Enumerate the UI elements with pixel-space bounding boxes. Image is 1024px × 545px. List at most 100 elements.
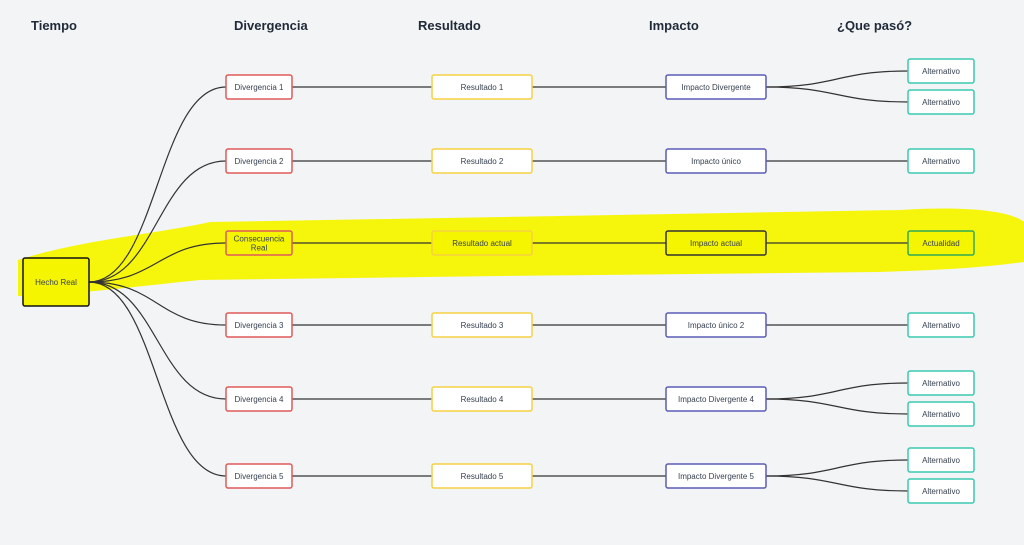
outcome-node-1-1-label: Alternativo xyxy=(922,67,960,76)
connector-root-to-divergence-2 xyxy=(88,160,227,283)
impact-node-6[interactable]: Impacto Divergente 5 xyxy=(665,463,767,489)
result-node-2-label: Resultado 2 xyxy=(461,157,504,166)
outcome-node-2-1-label: Alternativo xyxy=(922,157,960,166)
result-node-2[interactable]: Resultado 2 xyxy=(431,148,533,174)
header-divergencia: Divergencia xyxy=(234,18,308,33)
root-node-hecho-real-box xyxy=(22,257,90,307)
impact-node-4-box xyxy=(665,312,767,338)
impact-node-1-box xyxy=(665,74,767,100)
divergence-node-3-box xyxy=(225,230,293,256)
impact-node-1[interactable]: Impacto Divergente xyxy=(665,74,767,100)
impact-node-2[interactable]: Impacto único xyxy=(665,148,767,174)
divergence-node-2-box xyxy=(225,148,293,174)
impact-node-2-label: Impacto único xyxy=(691,157,741,166)
result-node-2-box xyxy=(431,148,533,174)
impact-node-3[interactable]: Impacto actual xyxy=(665,230,767,256)
node-layer: Hecho Real Divergencia 1 Resultado 1 Impact… xyxy=(22,58,975,504)
impact-node-5-box xyxy=(665,386,767,412)
root-node-hecho-real[interactable]: Hecho Real xyxy=(22,257,90,307)
result-node-5-label: Resultado 4 xyxy=(461,395,504,404)
connector-impact-to-outcome-5-1 xyxy=(765,382,909,400)
outcome-node-4-1[interactable]: Alternativo xyxy=(907,312,975,338)
result-node-1[interactable]: Resultado 1 xyxy=(431,74,533,100)
divergence-node-4[interactable]: Divergencia 3 xyxy=(225,312,293,338)
header-resultado: Resultado xyxy=(418,18,481,33)
connector-layer xyxy=(88,70,909,492)
outcome-node-1-2-label: Alternativo xyxy=(922,98,960,107)
connector-impact-to-outcome-1-1 xyxy=(765,70,909,88)
outcome-node-5-2-box xyxy=(907,401,975,427)
divergence-node-2[interactable]: Divergencia 2 xyxy=(225,148,293,174)
root-node-hecho-real-label: Hecho Real xyxy=(35,278,77,287)
header-tiempo: Tiempo xyxy=(31,18,77,33)
header-que-paso: ¿Que pasó? xyxy=(837,18,913,33)
outcome-node-5-2[interactable]: Alternativo xyxy=(907,401,975,427)
divergence-node-5[interactable]: Divergencia 4 xyxy=(225,386,293,412)
result-node-1-box xyxy=(431,74,533,100)
result-node-4-label: Resultado 3 xyxy=(461,321,504,330)
impact-node-6-label: Impacto Divergente 5 xyxy=(678,472,755,481)
outcome-node-5-1[interactable]: Alternativo xyxy=(907,370,975,396)
result-node-6-box xyxy=(431,463,533,489)
impact-node-5[interactable]: Impacto Divergente 4 xyxy=(665,386,767,412)
divergence-node-6-box xyxy=(225,463,293,489)
result-node-3[interactable]: Resultado actual xyxy=(431,230,533,256)
connector-impact-to-outcome-6-2 xyxy=(765,475,909,492)
divergence-node-5-label: Divergencia 4 xyxy=(235,395,284,404)
connector-impact-to-outcome-1-2 xyxy=(765,86,909,103)
divergence-node-3-label: Consecuencia xyxy=(234,235,285,244)
result-node-3-box xyxy=(431,230,533,256)
outcome-node-3-1[interactable]: Actualidad xyxy=(907,230,975,256)
outcome-node-1-2[interactable]: Alternativo xyxy=(907,89,975,115)
result-node-6-label: Resultado 5 xyxy=(461,472,504,481)
divergence-node-4-box xyxy=(225,312,293,338)
connector-root-to-divergence-5 xyxy=(88,281,227,400)
impact-node-4-label: Impacto único 2 xyxy=(688,321,745,330)
result-node-5-box xyxy=(431,386,533,412)
outcome-node-1-1[interactable]: Alternativo xyxy=(907,58,975,84)
divergence-node-5-box xyxy=(225,386,293,412)
outcome-node-4-1-box xyxy=(907,312,975,338)
result-node-6[interactable]: Resultado 5 xyxy=(431,463,533,489)
outcome-node-6-2[interactable]: Alternativo xyxy=(907,478,975,504)
impact-node-5-label: Impacto Divergente 4 xyxy=(678,395,755,404)
outcome-node-6-1-label: Alternativo xyxy=(922,456,960,465)
outcome-node-5-2-label: Alternativo xyxy=(922,410,960,419)
outcome-node-2-1[interactable]: Alternativo xyxy=(907,148,975,174)
impact-node-4[interactable]: Impacto único 2 xyxy=(665,312,767,338)
connector-impact-to-outcome-5-2 xyxy=(765,398,909,415)
outcome-node-1-2-box xyxy=(907,89,975,115)
connector-root-to-divergence-3 xyxy=(88,242,227,283)
result-node-1-label: Resultado 1 xyxy=(461,83,504,92)
outcome-node-6-2-box xyxy=(907,478,975,504)
connector-root-to-divergence-4 xyxy=(88,281,227,326)
divergence-node-3-label: Real xyxy=(251,244,268,253)
outcome-node-5-1-label: Alternativo xyxy=(922,379,960,388)
outcome-node-3-1-label: Actualidad xyxy=(922,239,959,248)
connector-root-to-divergence-6 xyxy=(88,281,227,477)
result-node-4[interactable]: Resultado 3 xyxy=(431,312,533,338)
connector-impact-to-outcome-6-1 xyxy=(765,459,909,477)
impact-node-2-box xyxy=(665,148,767,174)
header-impacto: Impacto xyxy=(649,18,699,33)
result-node-5[interactable]: Resultado 4 xyxy=(431,386,533,412)
impact-node-3-label: Impacto actual xyxy=(690,239,742,248)
divergence-node-2-label: Divergencia 2 xyxy=(235,157,284,166)
outcome-node-4-1-label: Alternativo xyxy=(922,321,960,330)
divergence-node-6[interactable]: Divergencia 5 xyxy=(225,463,293,489)
outcome-node-6-1-box xyxy=(907,447,975,473)
outcome-node-2-1-box xyxy=(907,148,975,174)
outcome-node-6-1[interactable]: Alternativo xyxy=(907,447,975,473)
impact-node-1-label: Impacto Divergente xyxy=(681,83,751,92)
divergence-node-1[interactable]: Divergencia 1 xyxy=(225,74,293,100)
result-node-4-box xyxy=(431,312,533,338)
divergence-node-4-label: Divergencia 3 xyxy=(235,321,284,330)
connector-root-to-divergence-1 xyxy=(88,86,227,283)
divergence-node-1-label: Divergencia 1 xyxy=(235,83,284,92)
outcome-node-6-2-label: Alternativo xyxy=(922,487,960,496)
divergence-node-1-box xyxy=(225,74,293,100)
result-node-3-label: Resultado actual xyxy=(452,239,512,248)
